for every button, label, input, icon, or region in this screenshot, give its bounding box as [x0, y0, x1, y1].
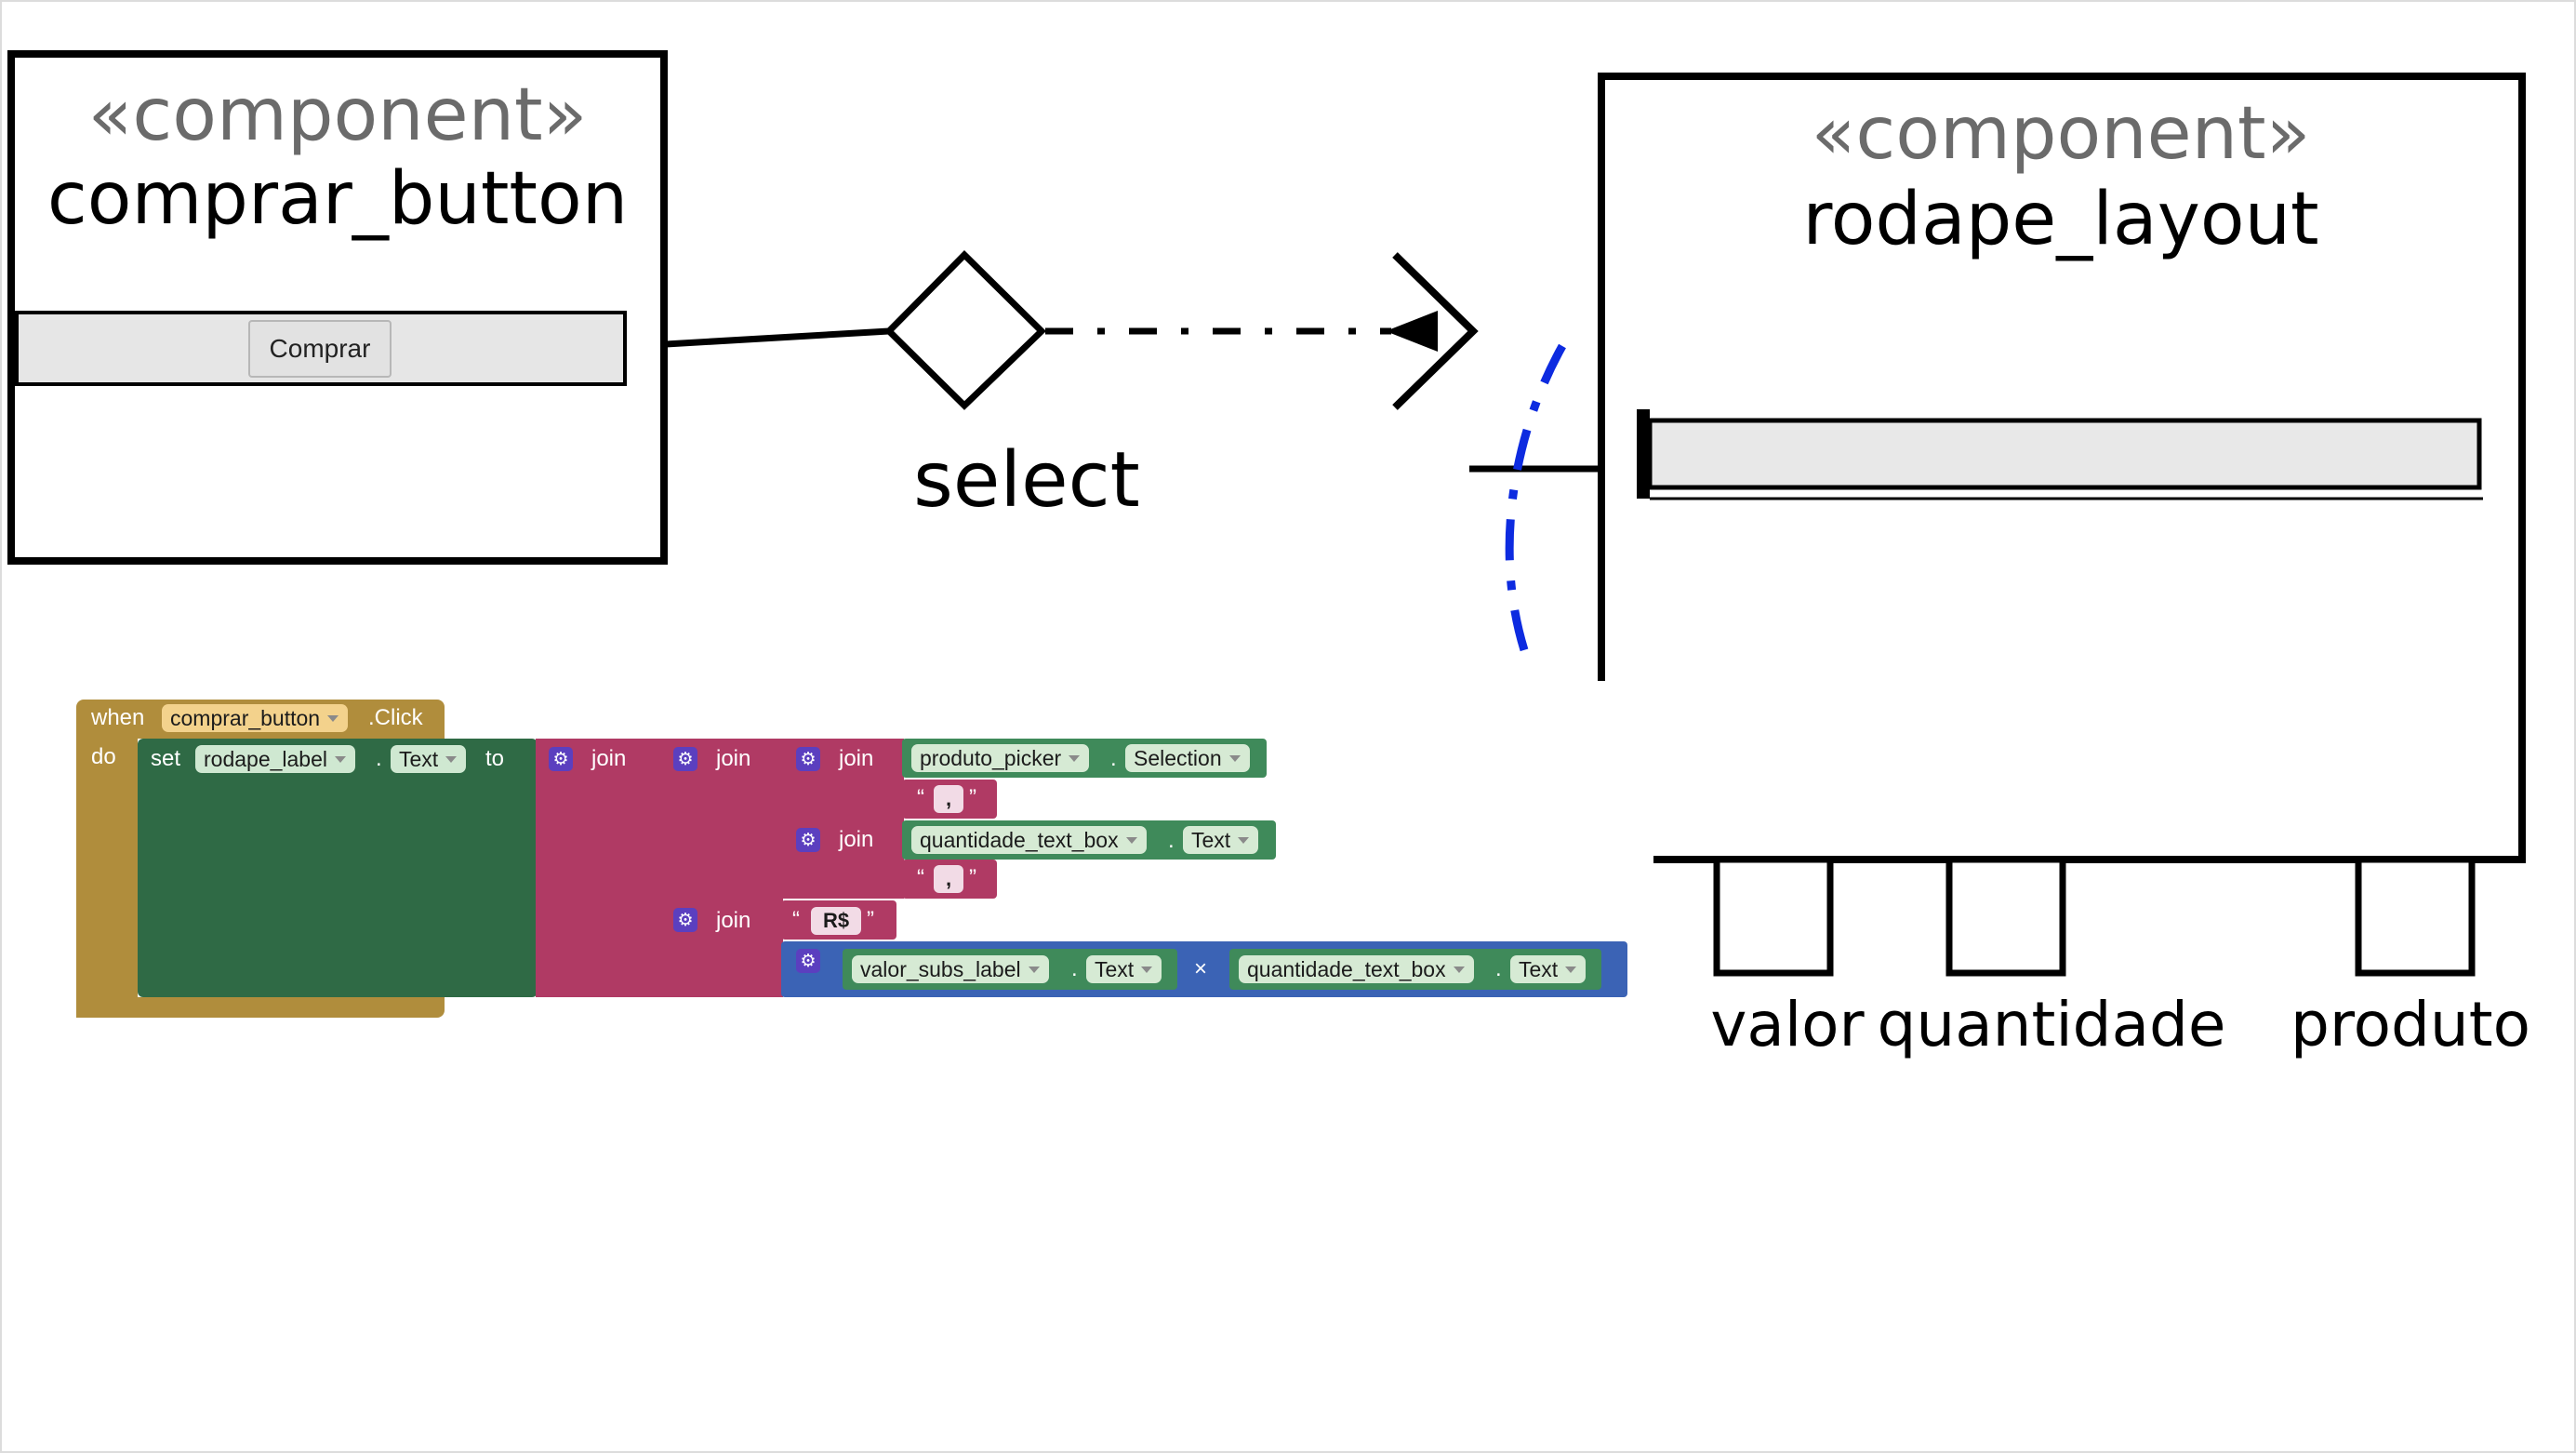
gear-icon[interactable]: ⚙	[673, 747, 697, 771]
gear-icon[interactable]: ⚙	[796, 747, 820, 771]
when-label: when	[91, 705, 145, 730]
quote-open: “	[792, 907, 800, 932]
open-arrow	[1392, 252, 1479, 410]
text-property-dropdown[interactable]: Text	[1183, 826, 1259, 854]
right-stereotype: «component»	[1812, 92, 2311, 176]
row1-dot: .	[1110, 746, 1117, 771]
quote-close: ”	[969, 785, 976, 810]
left-component-name: comprar_button	[47, 157, 628, 241]
layout-preview-bar	[1647, 418, 2482, 490]
gear-icon[interactable]: ⚙	[796, 828, 820, 852]
port-valor	[1713, 856, 1834, 977]
mult-dot-2: .	[1495, 956, 1502, 981]
multiply-operator: ×	[1194, 956, 1208, 981]
row2-dot: .	[1168, 828, 1175, 853]
comma-text-2[interactable]: ,	[934, 865, 963, 893]
when-block-bottom	[76, 997, 445, 1018]
mult-dot-1: .	[1071, 956, 1078, 981]
quote-close: ”	[867, 907, 874, 932]
when-block-body	[76, 735, 138, 1018]
produto-picker-dropdown[interactable]: produto_picker	[911, 744, 1090, 772]
connector-line	[665, 327, 890, 348]
join-label-5: join	[716, 908, 751, 933]
join-label-1: join	[591, 746, 627, 771]
layout-bar-edge	[1637, 409, 1650, 499]
arrow-head	[1386, 311, 1438, 352]
set-block[interactable]	[138, 739, 538, 997]
port-label-produto: produto	[2291, 989, 2530, 1060]
port-produto	[2355, 856, 2476, 977]
event-component-dropdown[interactable]: comprar_button	[162, 704, 349, 732]
gear-icon[interactable]: ⚙	[673, 908, 697, 932]
right-component-name: rodape_layout	[1802, 178, 2318, 261]
comprar-button-component	[7, 50, 668, 565]
connector-label: select	[913, 436, 1140, 525]
set-dot: .	[376, 746, 382, 771]
currency-text[interactable]: R$	[811, 907, 861, 935]
join-label-2: join	[716, 746, 751, 771]
set-component-dropdown[interactable]: rodape_label	[195, 745, 356, 773]
set-label: set	[151, 746, 181, 771]
valor-text-dropdown[interactable]: Text	[1086, 955, 1162, 983]
quantidade-text-dropdown[interactable]: Text	[1510, 955, 1587, 983]
port-label-valor: valor	[1710, 989, 1865, 1060]
rodape-layout-component	[1598, 73, 2526, 863]
gear-icon[interactable]: ⚙	[549, 747, 573, 771]
selection-dropdown[interactable]: Selection	[1125, 744, 1250, 772]
blue-interface-arc	[1505, 343, 1566, 660]
join-label-4: join	[839, 827, 874, 852]
event-name: .Click	[368, 705, 423, 730]
quote-open: “	[917, 785, 924, 810]
port-label-quantidade: quantidade	[1877, 989, 2225, 1060]
quantidade-dropdown[interactable]: quantidade_text_box	[911, 826, 1147, 854]
set-property-dropdown[interactable]: Text	[391, 745, 467, 773]
left-stereotype: «component»	[88, 73, 588, 157]
comma-text-1[interactable]: ,	[934, 785, 963, 813]
valor-subs-dropdown[interactable]: valor_subs_label	[852, 955, 1049, 983]
join-block-1[interactable]	[536, 739, 660, 997]
comprar-button-label: Comprar	[270, 334, 371, 363]
diamond-marker	[884, 250, 1047, 410]
quote-open: “	[917, 865, 924, 890]
quote-close: ”	[969, 865, 976, 890]
join-label-3: join	[839, 746, 874, 771]
do-label: do	[91, 744, 116, 769]
port-quantidade	[1945, 856, 2066, 977]
gear-icon[interactable]: ⚙	[796, 949, 820, 973]
to-label: to	[485, 746, 505, 771]
quantidade-mult-dropdown[interactable]: quantidade_text_box	[1239, 955, 1474, 983]
comprar-button[interactable]	[248, 320, 392, 378]
